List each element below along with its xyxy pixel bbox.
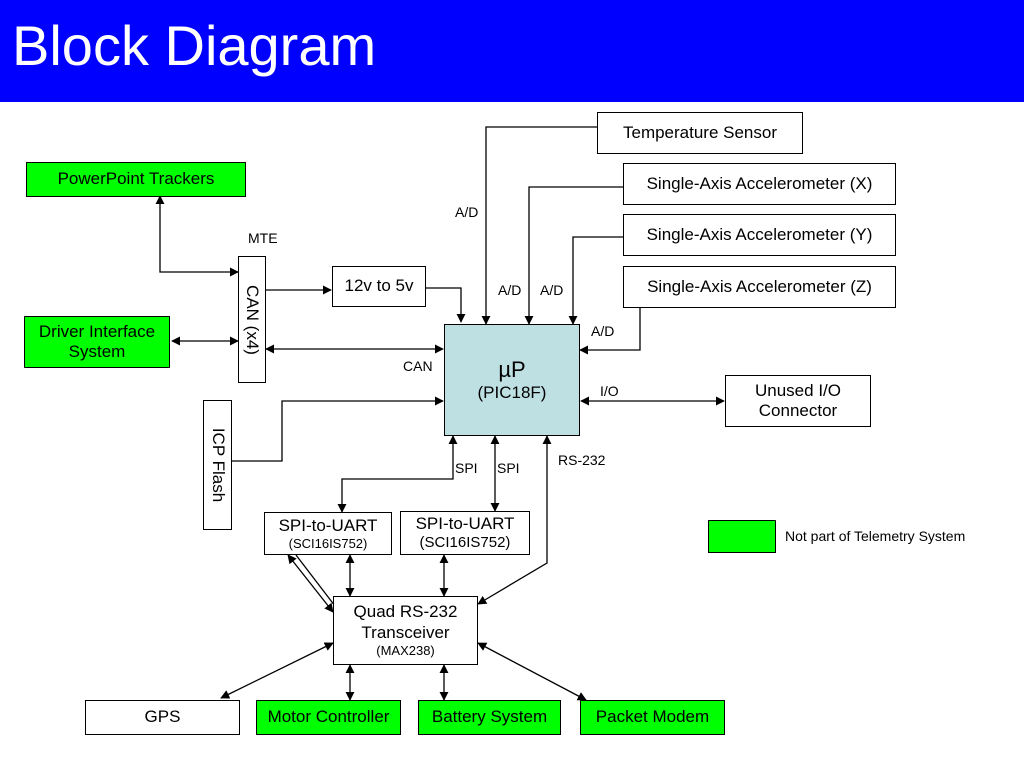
spi-uart-1-label: SPI-to-UART — [278, 515, 378, 535]
accel-x-label: Single-Axis Accelerometer (X) — [646, 173, 873, 193]
battery-system-label: Battery System — [431, 707, 548, 727]
icp-flash-block: ICP Flash — [203, 400, 232, 530]
wire-rs232 — [477, 435, 552, 605]
wire-quad-modem — [477, 642, 587, 701]
spi-uart-2-block: SPI-to-UART (SCI16IS752) — [400, 511, 530, 555]
wire-spi-1 — [337, 435, 458, 513]
can-block: CAN (x4) — [238, 256, 266, 383]
wire-temperature-ad — [481, 126, 598, 325]
accel-y-label: Single-Axis Accelerometer (Y) — [646, 224, 873, 244]
quad-rs232-label: Quad RS-232 Transceiver — [353, 602, 458, 642]
wire-accel-z-ad — [579, 305, 641, 355]
can-connection-label: CAN — [403, 358, 433, 374]
wire-accel-x-ad — [524, 186, 623, 325]
gps-label: GPS — [144, 707, 181, 727]
temperature-sensor-label: Temperature Sensor — [622, 122, 778, 142]
ad-z-label: A/D — [591, 323, 615, 339]
io-label: I/O — [600, 383, 619, 399]
page-title: Block Diagram — [12, 14, 377, 77]
regulator-block: 12v to 5v — [332, 266, 426, 307]
spi-1-label: SPI — [455, 460, 478, 476]
temperature-sensor-block: Temperature Sensor — [597, 112, 803, 154]
ad-x-label: A/D — [498, 282, 522, 298]
microcontroller-block: µP (PIC18F) — [444, 324, 580, 436]
packet-modem-label: Packet Modem — [595, 707, 710, 727]
mte-label: MTE — [248, 230, 278, 246]
accel-z-block: Single-Axis Accelerometer (Z) — [623, 266, 896, 308]
spi-uart-2-part-label: (SCI16IS752) — [419, 534, 511, 552]
spi-uart-1-block: SPI-to-UART (SCI16IS752) — [264, 512, 392, 555]
accel-y-block: Single-Axis Accelerometer (Y) — [623, 214, 896, 256]
spi-uart-2-label: SPI-to-UART — [415, 513, 515, 533]
unused-io-block: Unused I/O Connector — [725, 375, 871, 427]
can-block-label: CAN (x4) — [243, 284, 262, 355]
wire-uart1-quad-a — [287, 554, 334, 613]
wire-accel-y-ad — [568, 236, 623, 325]
legend-swatch — [708, 520, 776, 553]
spi-2-label: SPI — [497, 460, 520, 476]
quad-rs232-part-label: (MAX238) — [376, 643, 435, 659]
wire-regulator-mcu — [426, 287, 466, 323]
microcontroller-part-label: (PIC18F) — [477, 383, 547, 402]
wire-trackers-can — [155, 195, 239, 277]
driver-interface-label: Driver Interface System — [38, 321, 156, 361]
icp-flash-label: ICP Flash — [208, 427, 228, 503]
battery-system-block: Battery System — [418, 700, 561, 735]
regulator-label: 12v to 5v — [344, 276, 414, 296]
gps-block: GPS — [85, 700, 240, 735]
accel-z-label: Single-Axis Accelerometer (Z) — [647, 276, 872, 296]
legend-text: Not part of Telemetry System — [785, 528, 966, 544]
ad-y-label: A/D — [540, 282, 564, 298]
unused-io-label: Unused I/O Connector — [755, 380, 841, 420]
ad-temp-label: A/D — [455, 204, 479, 220]
powerpoint-trackers-label: PowerPoint Trackers — [57, 169, 215, 189]
spi-uart-1-part-label: (SCI16IS752) — [288, 535, 368, 551]
accel-x-block: Single-Axis Accelerometer (X) — [623, 163, 896, 205]
rs232-label: RS-232 — [558, 452, 606, 468]
wire-icp-mcu — [232, 396, 444, 462]
wire-quad-gps — [220, 642, 334, 699]
title-bar: Block Diagram — [0, 0, 1024, 102]
motor-controller-block: Motor Controller — [256, 700, 401, 735]
packet-modem-block: Packet Modem — [580, 700, 725, 735]
quad-rs232-block: Quad RS-232 Transceiver (MAX238) — [333, 596, 478, 665]
driver-interface-block: Driver Interface System — [24, 316, 170, 368]
wire-uart1-quad-b — [295, 554, 336, 607]
microcontroller-label: µP — [498, 356, 526, 382]
powerpoint-trackers-block: PowerPoint Trackers — [26, 162, 246, 197]
motor-controller-label: Motor Controller — [267, 707, 390, 727]
